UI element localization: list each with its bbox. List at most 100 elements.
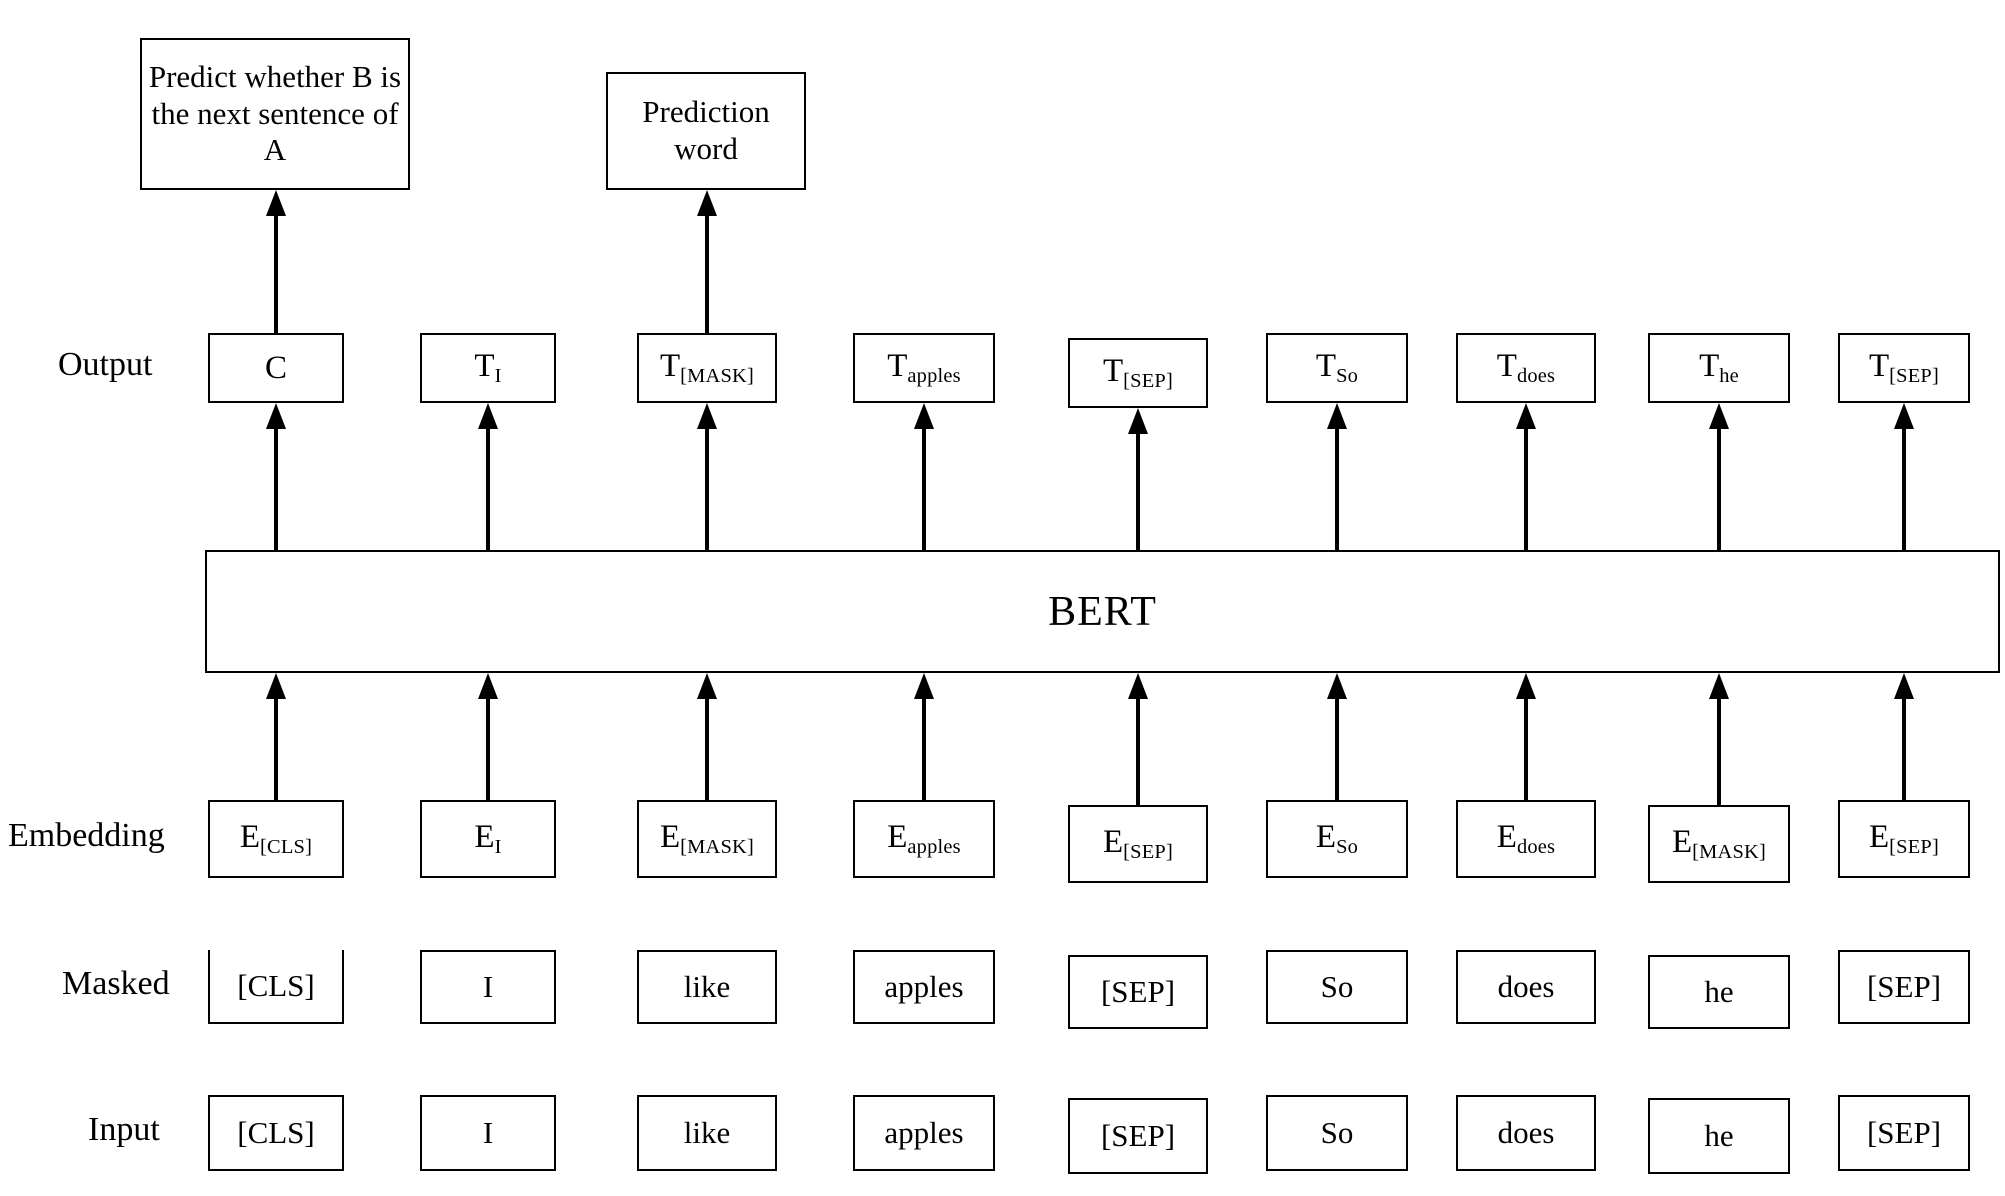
arrow-shaft	[1335, 695, 1339, 800]
masked-box-1: I	[420, 950, 556, 1024]
arrow-head	[1327, 673, 1347, 699]
embedding-box-4: E[SEP]	[1068, 805, 1208, 883]
arrow-head	[478, 403, 498, 429]
arrow-shaft	[922, 425, 926, 550]
embedding-box-0: E[CLS]	[208, 800, 344, 878]
input-token-7: he	[1704, 1117, 1734, 1153]
masked-box-2: like	[637, 950, 777, 1024]
arrow-head	[697, 673, 717, 699]
embedding-token-7: E[MASK]	[1671, 824, 1767, 864]
masked-box-8: [SEP]	[1838, 950, 1970, 1024]
input-box-7: he	[1648, 1098, 1790, 1174]
arrow-head	[1516, 673, 1536, 699]
bert-encoder-block: BERT	[205, 550, 2000, 673]
input-token-0: [CLS]	[237, 1114, 315, 1150]
output-token-0: C	[264, 349, 287, 386]
arrow-head	[266, 673, 286, 699]
arrow-head	[1894, 673, 1914, 699]
input-token-2: like	[683, 1114, 731, 1150]
row-label-input: Input	[88, 1111, 160, 1148]
input-box-1: I	[420, 1095, 556, 1171]
arrow-head	[1128, 673, 1148, 699]
output-box-2: T[MASK]	[637, 333, 777, 403]
masked-box-0: [CLS]	[208, 950, 344, 1024]
bert-label: BERT	[1048, 588, 1157, 635]
output-box-6: Tdoes	[1456, 333, 1596, 403]
embedding-token-6: Edoes	[1496, 819, 1556, 859]
embedding-box-7: E[MASK]	[1648, 805, 1790, 883]
input-token-6: does	[1497, 1114, 1555, 1150]
arrow-head	[697, 190, 717, 216]
embedding-box-1: EI	[420, 800, 556, 878]
embedding-box-3: Eapples	[853, 800, 995, 878]
input-box-3: apples	[853, 1095, 995, 1171]
arrow-shaft	[1902, 695, 1906, 800]
output-box-7: The	[1648, 333, 1790, 403]
embedding-box-2: E[MASK]	[637, 800, 777, 878]
arrow-head	[697, 403, 717, 429]
embedding-token-3: Eapples	[887, 819, 961, 859]
arrow-head	[1327, 403, 1347, 429]
arrow-head	[1516, 403, 1536, 429]
row-label-masked: Masked	[62, 965, 170, 1002]
input-box-0: [CLS]	[208, 1095, 344, 1171]
masked-token-6: does	[1497, 968, 1555, 1004]
output-box-3: Tapples	[853, 333, 995, 403]
arrow-shaft	[1524, 695, 1528, 800]
output-token-6: Tdoes	[1496, 348, 1556, 388]
arrow-head	[914, 673, 934, 699]
arrow-shaft	[1136, 430, 1140, 550]
arrow-shaft	[1717, 695, 1721, 805]
masked-box-4: [SEP]	[1068, 955, 1208, 1029]
input-token-4: [SEP]	[1100, 1117, 1176, 1153]
masked-token-1: I	[482, 968, 494, 1004]
input-token-3: apples	[884, 1114, 964, 1150]
arrow-shaft	[705, 695, 709, 800]
output-box-0: C	[208, 333, 344, 403]
embedding-token-5: ESo	[1315, 819, 1359, 859]
masked-token-3: apples	[884, 968, 964, 1004]
input-box-4: [SEP]	[1068, 1098, 1208, 1174]
masked-token-5: So	[1320, 968, 1354, 1004]
arrow-shaft	[486, 425, 490, 550]
arrow-shaft	[705, 212, 709, 333]
output-box-4: T[SEP]	[1068, 338, 1208, 408]
arrow-head	[1709, 673, 1729, 699]
arrow-shaft	[922, 695, 926, 800]
output-token-7: The	[1699, 348, 1739, 388]
embedding-token-0: E[CLS]	[239, 819, 313, 859]
input-token-5: So	[1320, 1114, 1354, 1150]
masked-token-8: [SEP]	[1866, 968, 1942, 1004]
prediction-box-text: Prediction word	[642, 94, 770, 166]
embedding-token-8: E[SEP]	[1868, 819, 1939, 859]
output-token-5: TSo	[1315, 348, 1359, 388]
output-box-1: TI	[420, 333, 556, 403]
input-token-1: I	[482, 1114, 494, 1150]
embedding-token-4: E[SEP]	[1102, 824, 1173, 864]
output-box-5: TSo	[1266, 333, 1408, 403]
embedding-token-1: EI	[474, 819, 502, 859]
arrow-head	[266, 190, 286, 216]
arrow-shaft	[1524, 425, 1528, 550]
row-label-output: Output	[58, 346, 153, 383]
masked-token-4: [SEP]	[1100, 973, 1176, 1009]
arrow-head	[266, 403, 286, 429]
masked-box-5: So	[1266, 950, 1408, 1024]
arrow-shaft	[1902, 425, 1906, 550]
arrow-head	[478, 673, 498, 699]
masked-box-3: apples	[853, 950, 995, 1024]
arrow-shaft	[274, 212, 278, 333]
output-token-3: Tapples	[887, 348, 961, 388]
input-box-6: does	[1456, 1095, 1596, 1171]
arrow-head	[914, 403, 934, 429]
prediction-box-text: Predict whether B is the next sentence o…	[148, 59, 402, 168]
nsp-prediction-box: Predict whether B is the next sentence o…	[140, 38, 410, 190]
masked-box-6: does	[1456, 950, 1596, 1024]
arrow-shaft	[1717, 425, 1721, 550]
output-token-8: T[SEP]	[1868, 348, 1939, 388]
arrow-head	[1128, 408, 1148, 434]
arrow-shaft	[274, 425, 278, 550]
arrow-shaft	[705, 425, 709, 550]
embedding-box-8: E[SEP]	[1838, 800, 1970, 878]
